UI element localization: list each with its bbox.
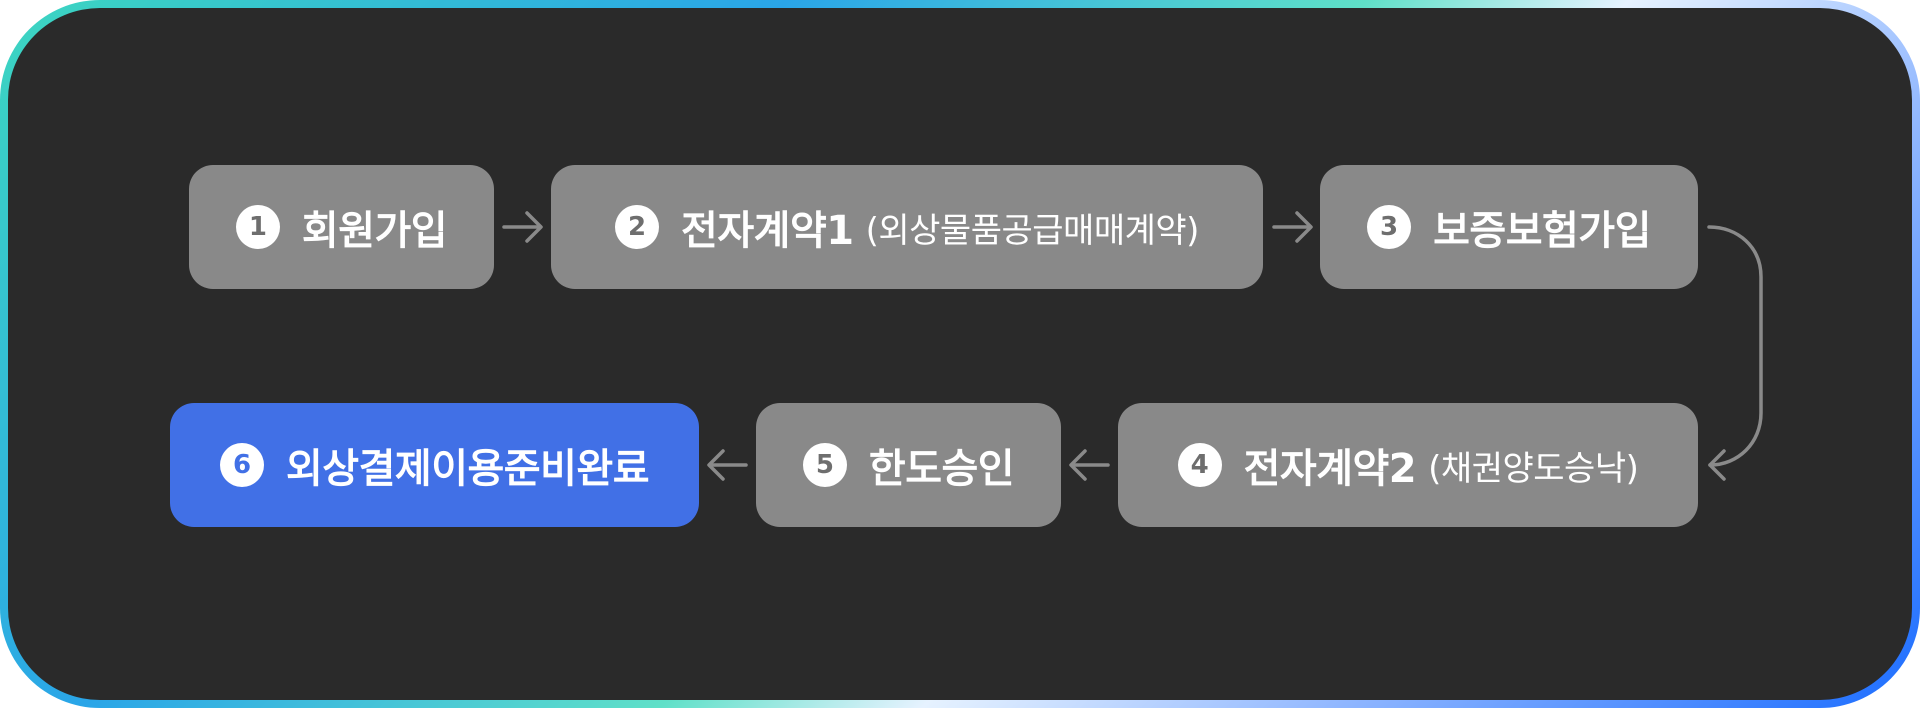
step-number-badge: 1	[235, 205, 280, 249]
step-title: 전자계약2	[1243, 446, 1417, 492]
arrow-right-icon	[1272, 211, 1313, 243]
step-title: 한도승인	[868, 446, 1015, 492]
step-number-badge: 3	[1367, 205, 1412, 249]
curved-arrow-icon	[1707, 225, 1763, 481]
step-number-badge: 2	[615, 205, 660, 249]
step-number-badge: 6	[220, 443, 264, 487]
step-2-econtract1: 2 전자계약1 (외상물품공급매매계약)	[551, 165, 1263, 289]
step-number-badge: 5	[802, 443, 847, 487]
diagram-panel	[8, 8, 1912, 700]
step-5-limit-approval: 5 한도승인	[756, 403, 1061, 527]
step-title: 전자계약1	[681, 208, 854, 254]
step-3-guarantee-insurance: 3 보증보험가입	[1320, 165, 1698, 289]
step-subtitle: (채권양도승낙)	[1428, 448, 1639, 489]
step-number-badge: 4	[1177, 443, 1222, 487]
arrow-left-icon	[1069, 449, 1110, 481]
step-1-signup: 1 회원가입	[189, 165, 494, 289]
step-title: 회원가입	[301, 208, 448, 254]
arrow-left-icon	[707, 449, 748, 481]
step-4-econtract2: 4 전자계약2 (채권양도승낙)	[1118, 403, 1698, 527]
step-6-ready-complete: 6 외상결제이용준비완료	[170, 403, 699, 527]
step-subtitle: (외상물품공급매매계약)	[865, 210, 1200, 251]
step-title: 외상결제이용준비완료	[286, 446, 650, 492]
arrow-right-icon	[502, 211, 543, 243]
step-title: 보증보험가입	[1433, 208, 1651, 254]
